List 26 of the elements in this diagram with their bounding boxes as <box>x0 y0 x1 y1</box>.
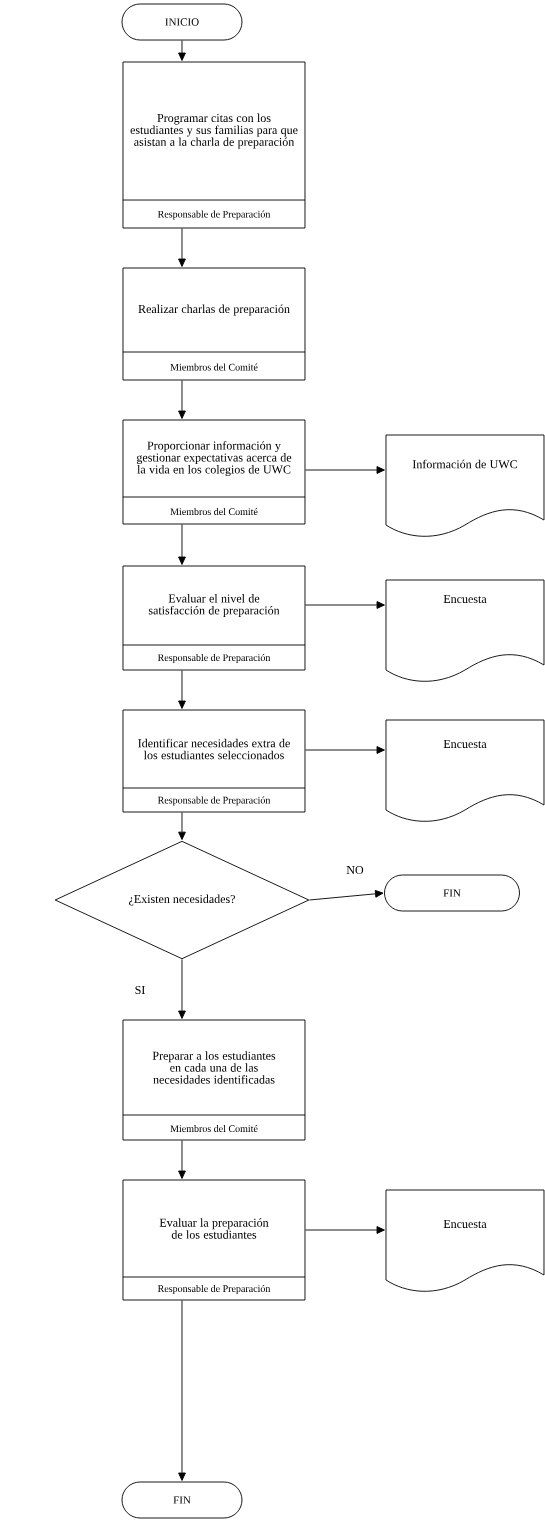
arrow <box>305 601 385 609</box>
arrow <box>178 380 186 419</box>
process-box: Proporcionar información y gestionar expectativas acerca de la vida en los colegios de UWC Miembros del Comité <box>122 419 306 525</box>
arrow <box>305 746 385 754</box>
process-box: Evaluar el nivel de satisfacción de preparación Responsable de Preparación <box>122 565 306 671</box>
arrow <box>178 958 186 1019</box>
process-box: Preparar a los estudiantes en cada una de las necesidades identificadas Miembros del Comité <box>122 1019 306 1141</box>
arrow <box>178 812 186 841</box>
edge-label: NO <box>345 865 365 876</box>
arrow <box>305 466 385 474</box>
terminator: FIN <box>384 874 520 912</box>
terminator: FIN <box>121 1481 243 1519</box>
arrow <box>178 1300 186 1481</box>
process-box: Realizar charlas de preparación Miembros del Comité <box>122 267 306 381</box>
process-box: Evaluar la preparación de los estudiantes Responsable de Preparación <box>122 1179 306 1301</box>
arrow <box>305 1226 385 1234</box>
arrow <box>309 889 384 901</box>
arrow <box>178 228 186 267</box>
edge-label: SI <box>133 985 147 996</box>
process-box: Programar citas con los estudiantes y sus familias para que asistan a la charla de preparación Responsable de Preparación <box>122 61 306 229</box>
arrow <box>178 524 186 565</box>
arrow <box>178 1140 186 1179</box>
arrow <box>178 40 186 61</box>
terminator: INICIO <box>121 3 243 41</box>
process-box: Identificar necesidades extra de los estudiantes seleccionados Responsable de Preparación <box>122 709 306 813</box>
arrow <box>178 670 186 709</box>
